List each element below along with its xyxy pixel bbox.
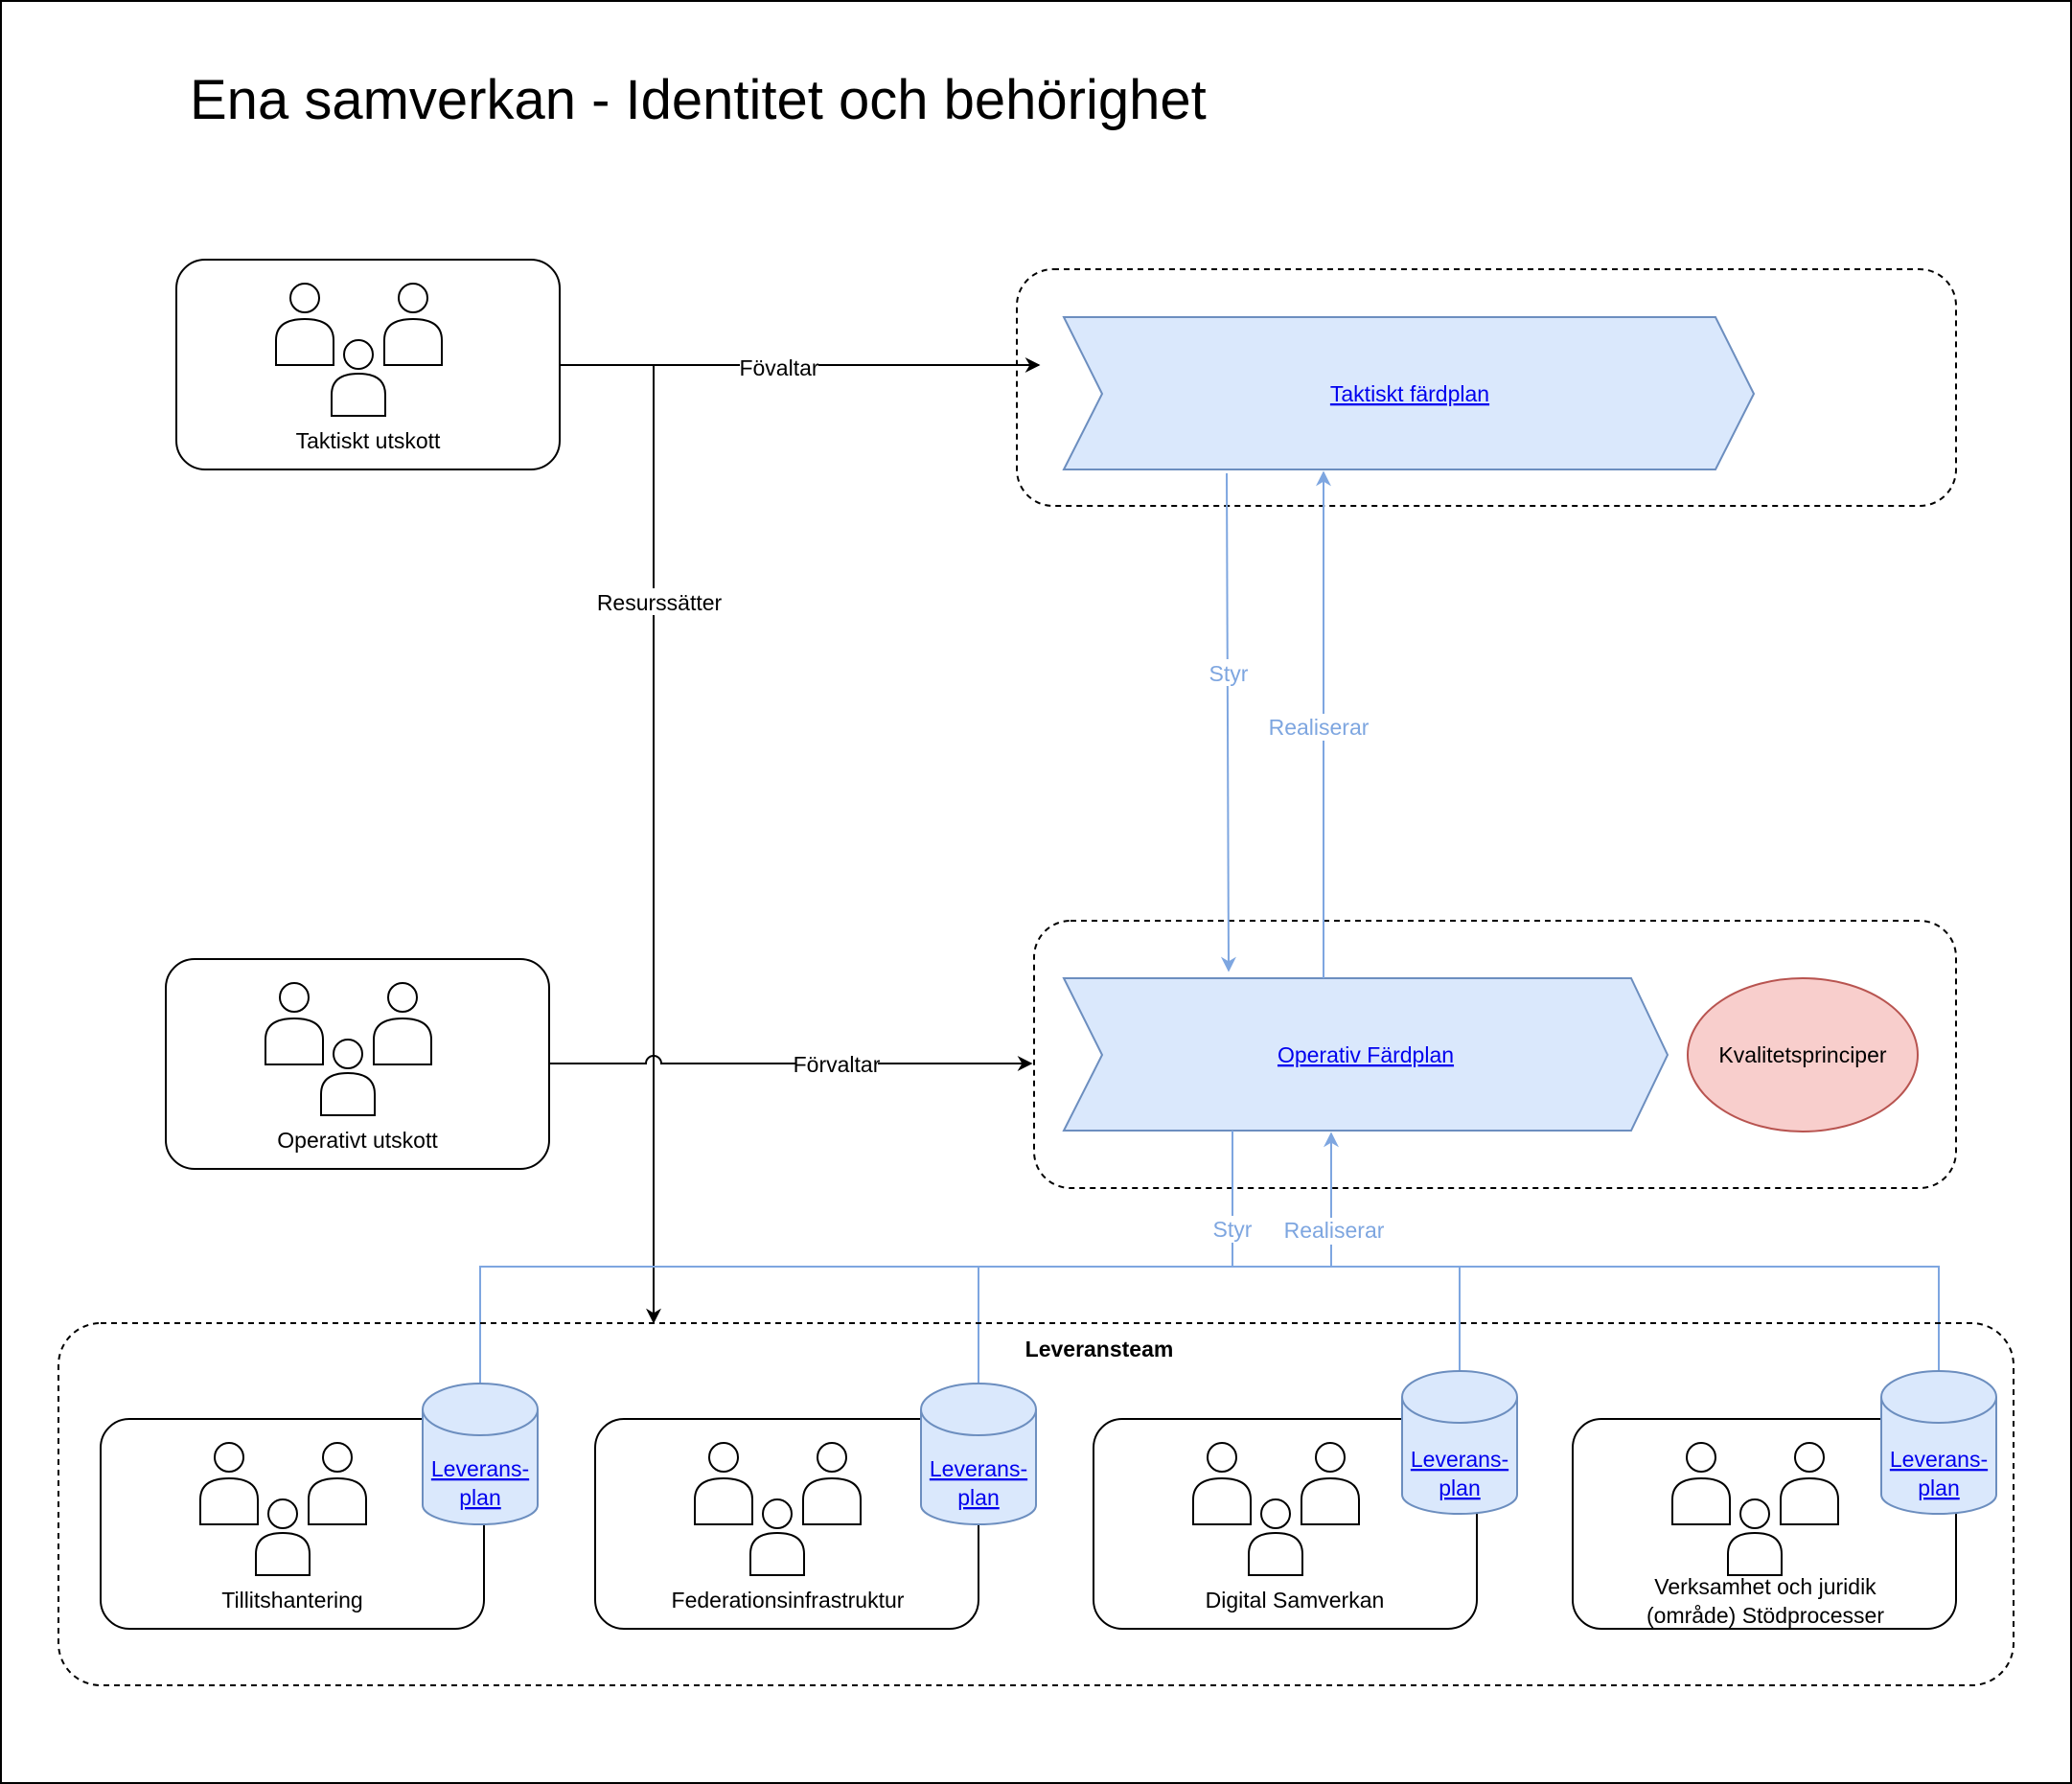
quality-principles-label: Kvalitetsprinciper xyxy=(1718,1042,1886,1067)
operative-roadmap-chevron[interactable]: Operativ Färdplan xyxy=(1062,977,1669,1132)
delivery-plan-link-line1[interactable]: Leverans- xyxy=(1890,1447,1988,1472)
label-bg xyxy=(740,353,818,377)
label-bg xyxy=(1267,714,1380,741)
tactical-committee-card[interactable]: Taktiskt utskott xyxy=(175,259,561,470)
steer-top-label: Styr xyxy=(1209,661,1249,686)
delivery-plan-link-line1[interactable]: Leverans- xyxy=(930,1456,1027,1481)
label-bg xyxy=(795,1051,878,1076)
delivery-teams-title: Leveransteam xyxy=(1025,1337,1174,1361)
delivery-plan-link-line2[interactable]: plan xyxy=(459,1485,500,1510)
team-card-verksamhet-och-juridik[interactable]: Verksamhet och juridik (område) Stödproc… xyxy=(1572,1418,1957,1630)
page-title: Ena samverkan - Identitet och behörighet xyxy=(190,69,1207,131)
resource-label: Resurssätter xyxy=(597,590,723,615)
label-bg xyxy=(1204,659,1254,686)
label-bg xyxy=(594,588,725,615)
tactical-roadmap-container xyxy=(1016,268,1957,507)
delivery-plan-link-line2[interactable]: plan xyxy=(1918,1475,1959,1500)
manage-tactical-label: Fövaltar xyxy=(739,355,818,380)
team-label-line2: (område) Stödprocesser xyxy=(1646,1603,1884,1628)
steer-top-arrow xyxy=(1220,472,1236,972)
tactical-committee-label: Taktiskt utskott xyxy=(296,428,441,453)
operative-committee-label: Operativt utskott xyxy=(277,1128,438,1153)
label-bg xyxy=(1209,1216,1257,1243)
operative-roadmap-container xyxy=(1033,920,1957,1189)
steer-bottom-label: Styr xyxy=(1213,1217,1253,1242)
delivery-plan-link-line2[interactable]: plan xyxy=(1439,1475,1480,1500)
team-card-digital-samverkan[interactable]: Digital Samverkan xyxy=(1093,1418,1478,1630)
delivery-plan-link-line2[interactable]: plan xyxy=(957,1485,999,1510)
delivery-plan-cylinder[interactable]: Leverans- plan xyxy=(1401,1370,1518,1515)
delivery-plan-cylinder[interactable]: Leverans- plan xyxy=(920,1383,1037,1525)
team-card-federationsinfrastruktur[interactable]: Federationsinfrastruktur xyxy=(594,1418,979,1630)
team-card-tillitshantering[interactable]: Tillitshantering xyxy=(100,1418,485,1630)
team-label: Digital Samverkan xyxy=(1206,1588,1385,1612)
label-bg xyxy=(1280,1218,1388,1245)
delivery-plan-cylinder[interactable]: Leverans- plan xyxy=(1880,1370,1997,1515)
operative-committee-card[interactable]: Operativt utskott xyxy=(165,958,550,1170)
manage-operative-label: Förvaltar xyxy=(794,1052,881,1077)
manage-operative-arrow xyxy=(549,1055,1033,1071)
delivery-plan-link-line1[interactable]: Leverans- xyxy=(431,1456,529,1481)
quality-principles-ellipse[interactable]: Kvalitetsprinciper xyxy=(1687,977,1919,1132)
team-label-line1: Verksamhet och juridik xyxy=(1654,1574,1876,1599)
realize-top-label: Realiserar xyxy=(1269,715,1370,740)
distribution-bus xyxy=(479,1266,1940,1384)
team-label: Tillitshantering xyxy=(221,1588,362,1612)
delivery-teams-container xyxy=(58,1322,2014,1686)
delivery-plan-link-line1[interactable]: Leverans- xyxy=(1411,1447,1508,1472)
delivery-plan-cylinder[interactable]: Leverans- plan xyxy=(422,1383,539,1525)
tactical-roadmap-chevron[interactable]: Taktiskt färdplan xyxy=(1062,316,1756,470)
operative-roadmap-link[interactable]: Operativ Färdplan xyxy=(1278,1042,1454,1067)
tactical-roadmap-link[interactable]: Taktiskt färdplan xyxy=(1330,381,1489,406)
team-label: Federationsinfrastruktur xyxy=(672,1588,905,1612)
realize-bottom-label: Realiserar xyxy=(1284,1218,1385,1243)
